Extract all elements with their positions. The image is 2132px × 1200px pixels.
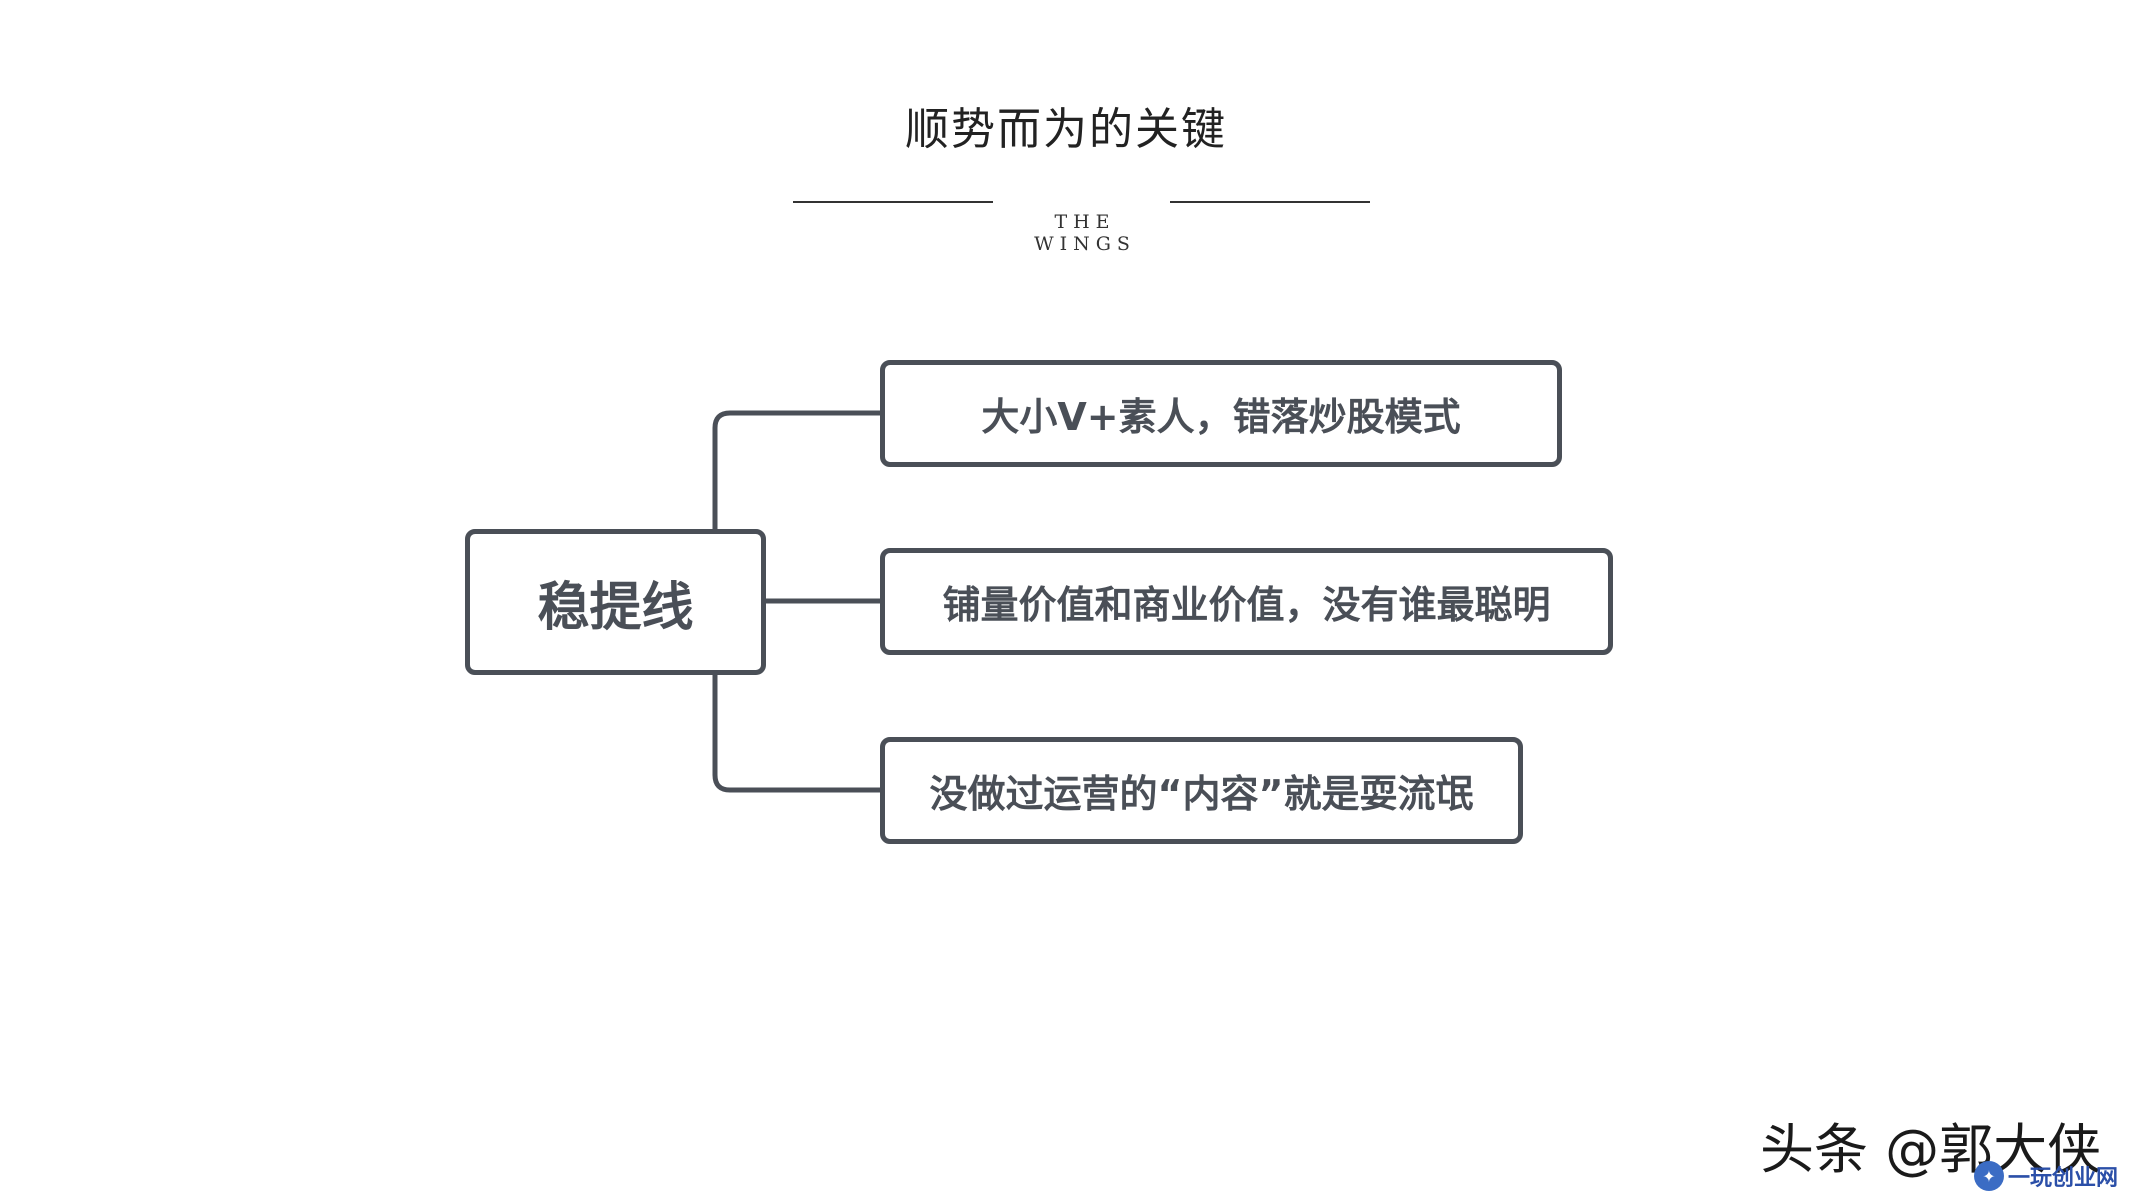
connector-to-branch-3 <box>712 675 880 793</box>
site-badge-label: 一玩创业网 <box>2008 1166 2119 1191</box>
title-divider-right <box>1170 201 1370 203</box>
mindmap-branch-node: 铺量价值和商业价值，没有谁最聪明 <box>880 548 1613 655</box>
site-badge: ✦ 一玩创业网 <box>1974 1160 2118 1192</box>
page-subtitle: THE WINGS <box>1034 211 1136 255</box>
title-divider-left <box>793 201 993 203</box>
mindmap-branch-node: 没做过运营的“内容”就是耍流氓 <box>880 737 1523 844</box>
site-logo-icon: ✦ <box>1974 1161 2004 1191</box>
mindmap-root-node: 稳提线 <box>465 529 766 675</box>
page-title: 顺势而为的关键 <box>905 104 1227 155</box>
source-watermark: 头条 @郭大侠 <box>1760 1118 2102 1181</box>
connector-to-branch-1 <box>712 410 880 529</box>
mindmap-branch-node: 大小V+素人，错落炒股模式 <box>880 360 1562 467</box>
